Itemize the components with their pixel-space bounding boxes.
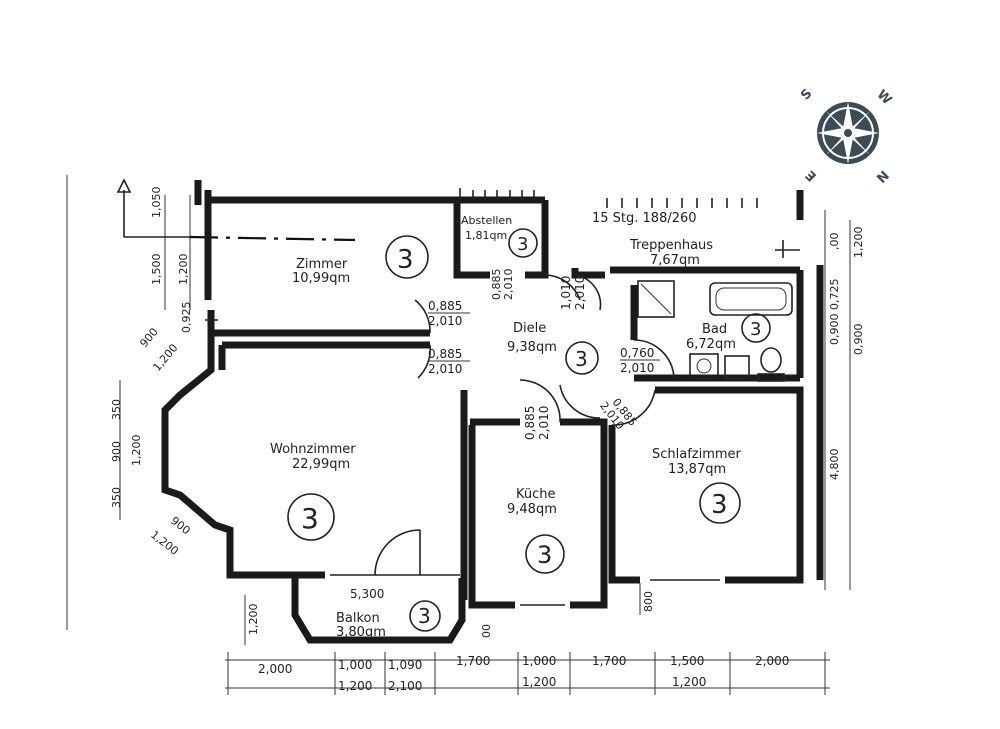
compass-icon [817, 102, 879, 164]
room-name-treppenhaus: Treppenhaus [629, 238, 713, 253]
compass-letter-e: E [803, 167, 820, 184]
zone-number: 3 [537, 541, 552, 569]
room-area-diele: 9,38qm [507, 340, 557, 355]
dim-left: 900 [110, 441, 123, 462]
room-area-wohnzimmer: 22,99qm [292, 457, 350, 472]
door-height: 2,010 [428, 314, 462, 328]
compass-letter-s: S [798, 86, 815, 103]
compass-letter-w: W [874, 87, 895, 108]
zone-number: 3 [575, 347, 588, 371]
room-name-schlafzimmer: Schlafzimmer [652, 447, 742, 462]
zone-number: 3 [301, 502, 319, 535]
dim-bottom-low: 1,200 [338, 679, 372, 693]
room-area-schlafzimmer: 13,87qm [668, 462, 726, 477]
dim-right: 1,200 [852, 227, 865, 259]
door-width: 0,885 [490, 269, 503, 301]
door-height: 2,010 [573, 276, 587, 310]
compass-letter-n: N [873, 167, 891, 185]
room-name-bad: Bad [702, 322, 727, 337]
dim-balkon-small: 00 [480, 624, 493, 638]
dim-right: ,00 [828, 233, 841, 251]
dim-bottom: 2,000 [755, 654, 789, 668]
room-name-zimmer: Zimmer [296, 257, 348, 272]
door-dim-zimmer: 0,885 2,010 [428, 299, 470, 328]
dim-left: 900 [137, 325, 160, 349]
dim-bottom: 1,090 [388, 658, 422, 672]
room-name-diele: Diele [513, 321, 546, 336]
room-name-wohnzimmer: Wohnzimmer [270, 442, 356, 457]
dim-bottom: 2,000 [258, 662, 292, 676]
door-width: 0,885 [523, 406, 537, 440]
door-dim-abstellen: 0,885 2,010 [490, 269, 515, 301]
dim-bottom: 1,700 [456, 654, 490, 668]
room-area-kueche: 9,48qm [507, 502, 557, 517]
section-marker [116, 178, 356, 242]
dim-bottom-low: 2,100 [388, 679, 422, 693]
dim-left: 1,200 [177, 254, 190, 286]
zone-number: 3 [397, 245, 414, 275]
dim-bottom-low: 1,200 [672, 675, 706, 689]
dim-left: 1,200 [148, 528, 181, 558]
dim-left: 350 [110, 399, 123, 420]
door-dim-bad: 0,760 2,010 [620, 346, 660, 375]
door-height: 2,010 [428, 362, 462, 376]
door-height: 2,010 [502, 269, 515, 301]
door-width: 0,760 [620, 346, 654, 360]
walls [161, 180, 824, 644]
door-height: 2,010 [620, 361, 654, 375]
zone-number: 3 [711, 490, 728, 520]
dim-bottom: 1,000 [522, 654, 556, 668]
room-area-balkon: 3,80qm [336, 625, 386, 640]
room-area-abstellen: 1,81qm [465, 229, 507, 242]
door-dim-entry: 1,010 2,010 [559, 276, 587, 310]
room-name-kueche: Küche [516, 487, 556, 502]
dim-kueche-window: 800 [642, 591, 655, 612]
room-name-abstellen: Abstellen [461, 214, 512, 227]
dim-left: 1,500 [150, 254, 163, 286]
dim-right: 0,725 [828, 279, 841, 311]
door-dim-kueche: 0,885 2,010 [523, 406, 551, 440]
dimension-lines [66, 175, 851, 689]
dim-bottom: 1,000 [338, 658, 372, 672]
door-width: 0,885 [428, 299, 462, 313]
door-swings [374, 274, 675, 576]
dim-right: 4,800 [828, 449, 841, 481]
room-area-treppenhaus: 7,67qm [650, 253, 700, 268]
door-width: 1,010 [559, 276, 573, 310]
stair-ticks [459, 188, 800, 258]
door-dim-wohn: 0,885 2,010 [428, 347, 470, 376]
dim-left: 1,200 [130, 435, 143, 467]
bottom-dim-ticks [227, 652, 826, 695]
dim-left: 1,200 [150, 341, 180, 373]
zone-number: 3 [517, 234, 528, 255]
dim-right: 0,900 [852, 324, 865, 356]
zone-markers [287, 228, 771, 632]
dim-bottom: 1,500 [670, 654, 704, 668]
dim-left: 1,050 [150, 187, 163, 219]
room-name-balkon: Balkon [336, 611, 380, 626]
stairs-label: 15 Stg. 188/260 [592, 211, 697, 226]
dim-right: 0,900 [828, 314, 841, 346]
dim-bottom: 1,700 [592, 654, 626, 668]
door-height: 2,010 [537, 406, 551, 440]
room-area-zimmer: 10,99qm [292, 271, 350, 286]
dim-left: 900 [168, 514, 193, 537]
door-width: 0,885 [428, 347, 462, 361]
dim-bottom-low: 1,200 [522, 675, 556, 689]
room-area-bad: 6,72qm [686, 337, 736, 352]
dim-wohn-width: 5,300 [350, 587, 384, 601]
dim-left: 0,925 [180, 302, 193, 334]
dim-balkon-left: 1,200 [247, 604, 260, 636]
dim-left: 350 [110, 487, 123, 508]
zone-number: 3 [750, 319, 761, 340]
zone-number: 3 [418, 604, 431, 628]
